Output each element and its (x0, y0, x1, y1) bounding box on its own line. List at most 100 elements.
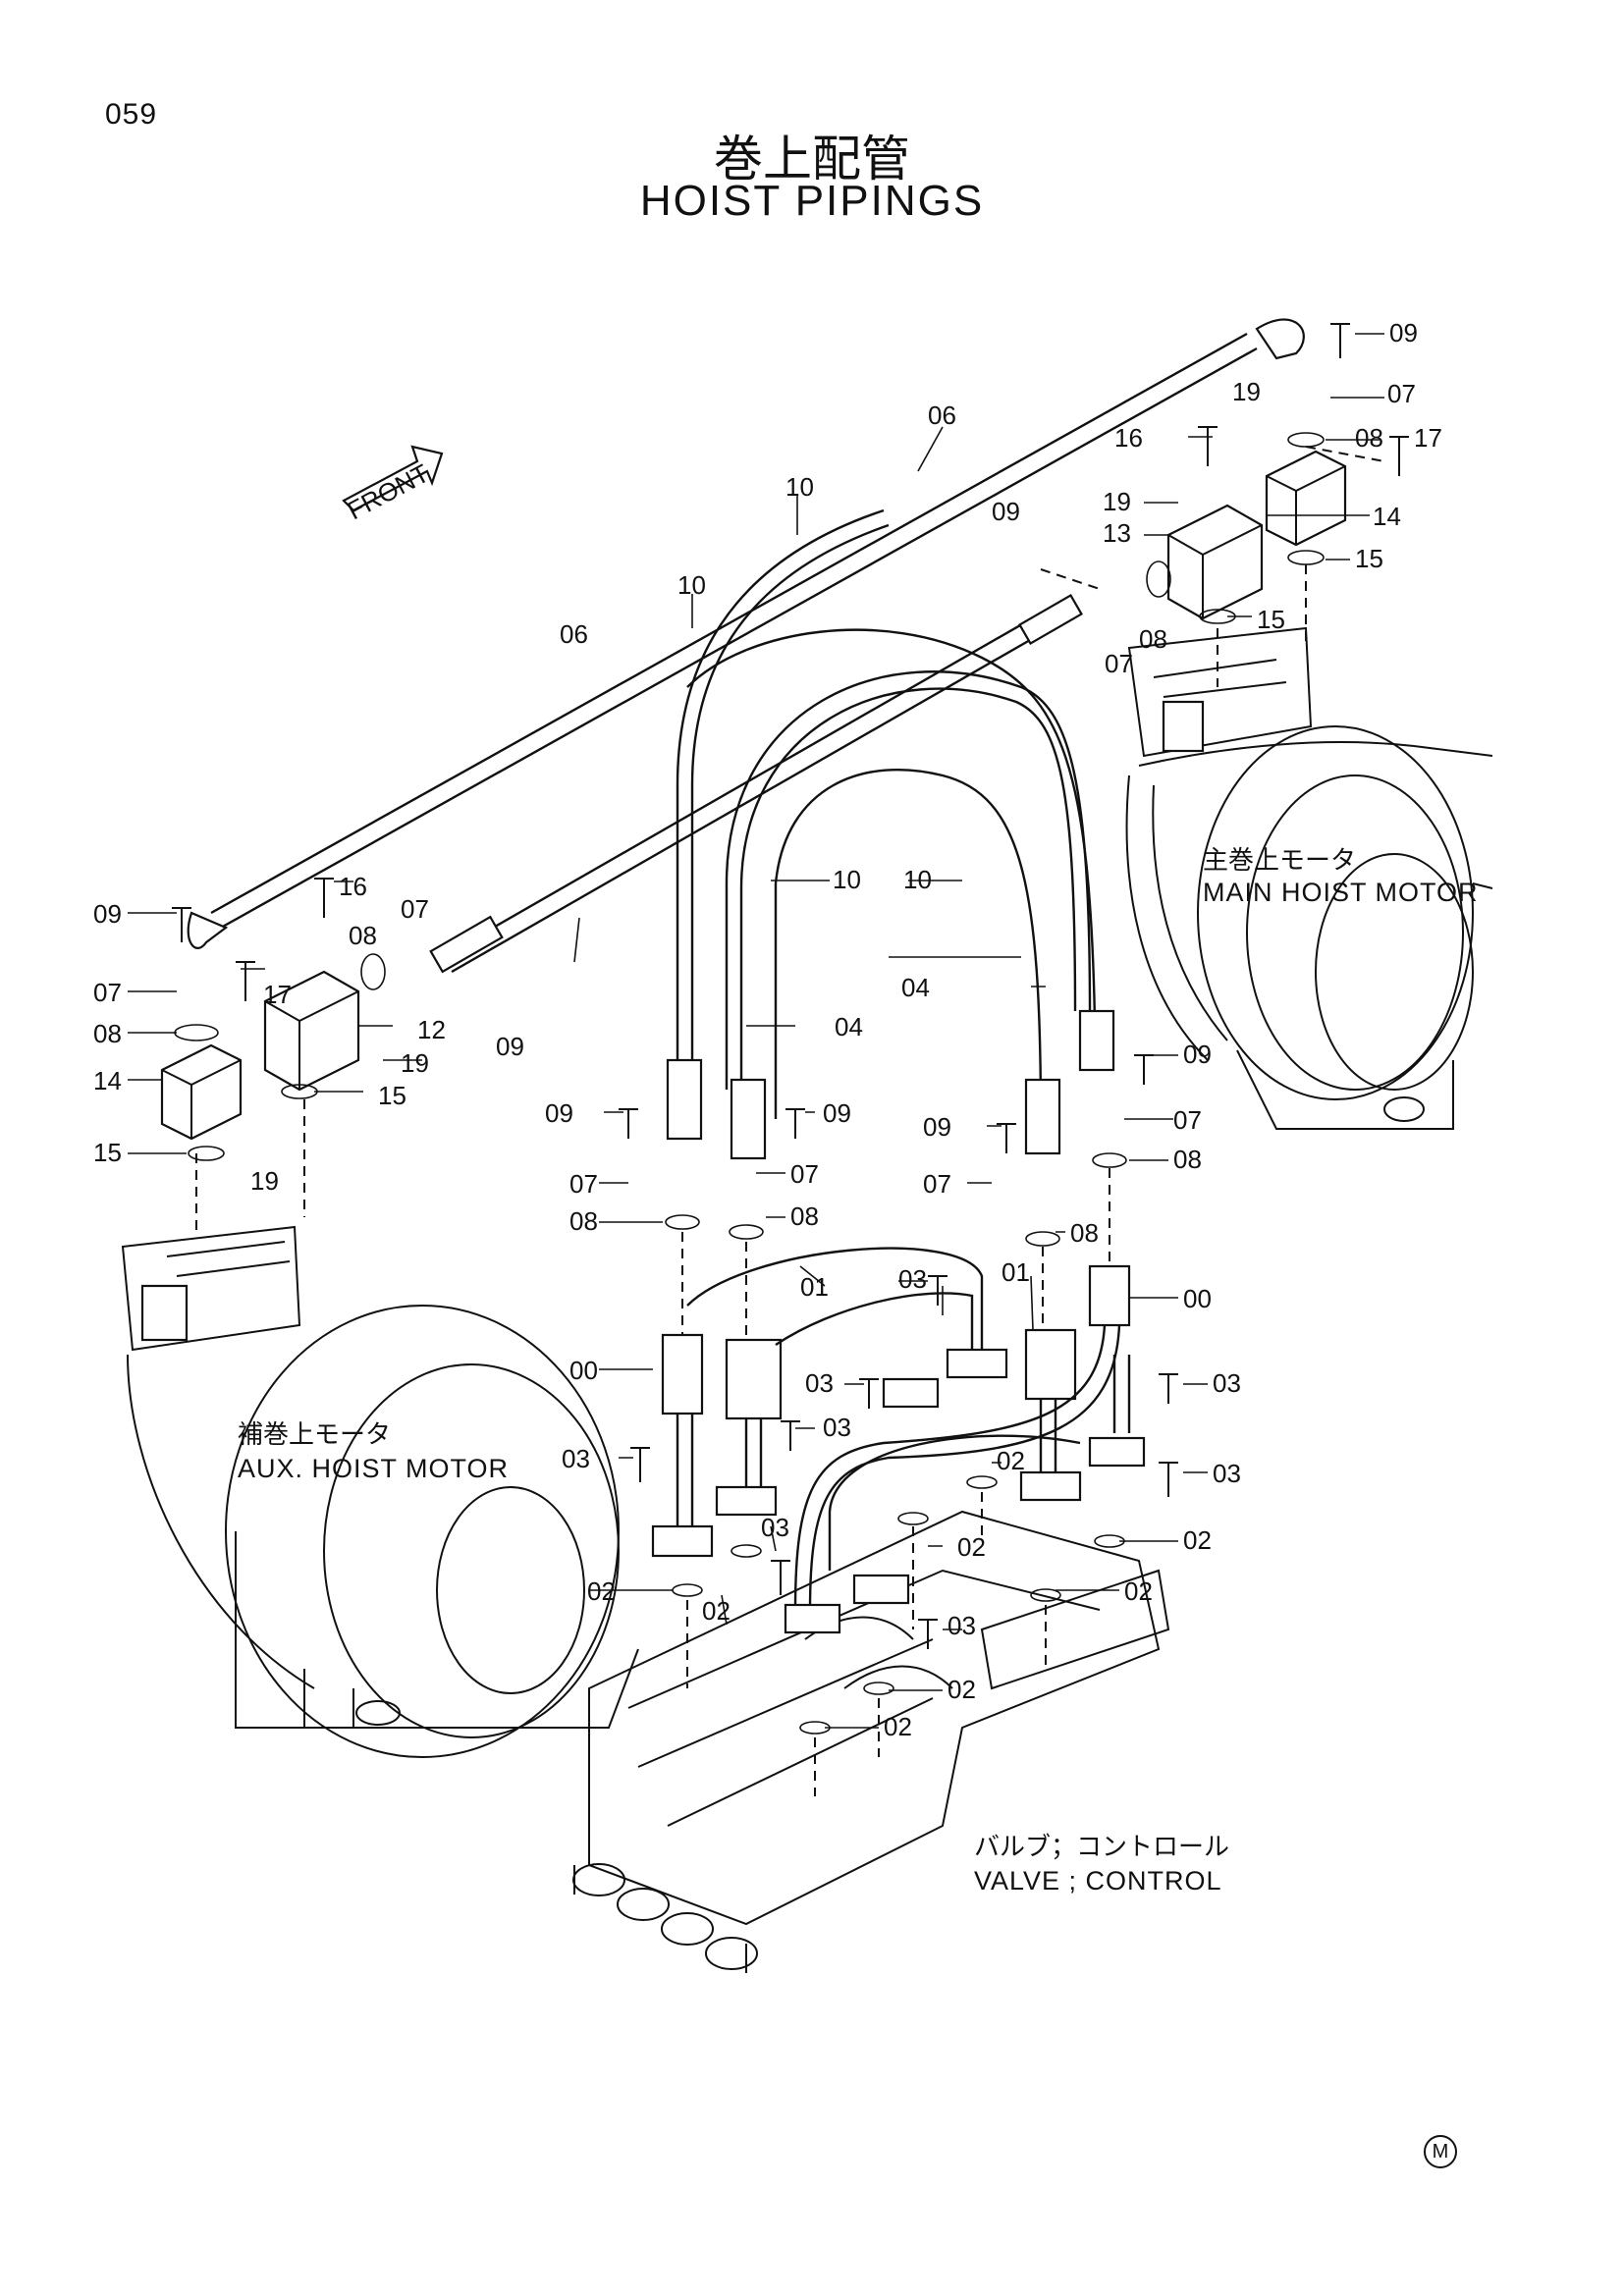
callout-02: 02 (702, 1596, 731, 1626)
hose-06-lower (429, 593, 1083, 974)
callout-00: 00 (569, 1356, 598, 1385)
callout-10: 10 (903, 865, 932, 894)
callout-17: 17 (263, 980, 292, 1009)
callout-19: 19 (401, 1048, 429, 1078)
callout-19: 19 (1232, 377, 1261, 406)
callout-16: 16 (1114, 423, 1143, 453)
callout-19: 19 (1103, 487, 1131, 516)
callout-09: 09 (93, 899, 122, 929)
callout-03: 03 (947, 1611, 976, 1640)
callouts: 06 06 10 10 10 10 04 04 09 07 19 16 08 1… (93, 318, 1442, 1741)
aux-motor-label-jp: 補巻上モータ (238, 1420, 391, 1450)
pipe-00-right (784, 1264, 1146, 1634)
callout-10: 10 (833, 865, 861, 894)
valve-label: VALVE ; CONTROL (974, 1866, 1222, 1896)
aux-motor-label: AUX. HOIST MOTOR (238, 1454, 509, 1483)
control-valve (572, 1510, 1170, 1973)
callout-17: 17 (1414, 423, 1442, 453)
callout-10: 10 (677, 570, 706, 600)
callout-03: 03 (805, 1368, 834, 1398)
callout-08: 08 (569, 1206, 598, 1236)
callout-08: 08 (1355, 423, 1383, 453)
callout-02: 02 (884, 1712, 912, 1741)
front-arrow: FRONT (342, 445, 444, 526)
callout-04: 04 (835, 1012, 863, 1041)
callout-14: 14 (93, 1066, 122, 1095)
pipe-01-right (828, 1328, 1082, 1571)
callout-01: 01 (1001, 1257, 1030, 1287)
callout-08: 08 (790, 1201, 819, 1231)
main-motor-label-jp: 主巻上モータ (1203, 846, 1356, 876)
callout-04: 04 (901, 973, 930, 1002)
callout-02: 02 (587, 1576, 616, 1606)
callout-15: 15 (378, 1081, 406, 1110)
callout-07: 07 (923, 1169, 951, 1199)
block-12 (263, 970, 360, 1092)
callout-10: 10 (785, 472, 814, 502)
callout-09: 09 (823, 1098, 851, 1128)
pipe-01-left (686, 1247, 1008, 1517)
callout-09: 09 (923, 1112, 951, 1142)
callout-03: 03 (898, 1264, 927, 1294)
callout-15: 15 (1257, 605, 1285, 634)
callout-09: 09 (1183, 1040, 1212, 1069)
callout-08: 08 (93, 1019, 122, 1048)
callout-03: 03 (823, 1413, 851, 1442)
callout-07: 07 (569, 1169, 598, 1199)
callout-07: 07 (1105, 649, 1133, 678)
callout-09: 09 (992, 497, 1020, 526)
main-motor-label: MAIN HOIST MOTOR (1203, 878, 1479, 907)
callout-12: 12 (417, 1015, 446, 1044)
callout-08: 08 (1139, 624, 1167, 654)
callout-08: 08 (349, 921, 377, 950)
hose-10-outer-right (686, 628, 1115, 1072)
callout-07: 07 (790, 1159, 819, 1189)
leader-lines (128, 333, 1384, 1729)
callout-14: 14 (1373, 502, 1401, 531)
hose-10-outer-left (666, 508, 890, 1141)
bolts (172, 323, 1409, 1649)
callout-08: 08 (1070, 1218, 1099, 1248)
block-14-right (1265, 450, 1347, 547)
callout-03: 03 (1213, 1459, 1241, 1488)
callout-13: 13 (1103, 518, 1131, 548)
callout-15: 15 (1355, 544, 1383, 573)
callout-03: 03 (562, 1444, 590, 1473)
page-title-japanese: 巻上配管 (714, 131, 910, 187)
callout-07: 07 (1387, 379, 1416, 408)
callout-09: 09 (545, 1098, 573, 1128)
callout-02: 02 (947, 1675, 976, 1704)
page-title: HOIST PIPINGS (639, 177, 985, 225)
callout-02: 02 (1124, 1576, 1153, 1606)
callout-03: 03 (761, 1513, 789, 1542)
callout-06: 06 (560, 619, 588, 649)
valve-label-jp: バルブ；コントロール (974, 1833, 1229, 1862)
block-13 (1166, 504, 1264, 620)
callout-07: 07 (1173, 1105, 1202, 1135)
callout-02: 02 (1183, 1525, 1212, 1555)
page-number: 059 (105, 98, 158, 131)
callout-00: 00 (1183, 1284, 1212, 1313)
manufacturer-mark: M (1424, 2135, 1457, 2168)
main-hoist-motor (1125, 626, 1493, 1130)
callout-02: 02 (957, 1532, 986, 1562)
callout-02: 02 (997, 1446, 1025, 1475)
callout-19: 19 (250, 1166, 279, 1196)
front-label: FRONT (343, 458, 434, 526)
hose-06-upper (187, 318, 1305, 949)
callout-01: 01 (800, 1272, 829, 1302)
callout-16: 16 (339, 872, 367, 901)
callout-03: 03 (1213, 1368, 1241, 1398)
pipe-00-left (651, 1333, 714, 1558)
callout-08: 08 (1173, 1145, 1202, 1174)
block-14-left (160, 1043, 243, 1141)
hose-04-right (774, 768, 1061, 1155)
callout-07: 07 (93, 978, 122, 1007)
callout-15: 15 (93, 1138, 122, 1167)
callout-09: 09 (1389, 318, 1418, 347)
callout-06: 06 (928, 400, 956, 430)
assembly-lines (195, 446, 1385, 1796)
aux-hoist-motor (121, 1225, 639, 1758)
callout-07: 07 (401, 894, 429, 924)
